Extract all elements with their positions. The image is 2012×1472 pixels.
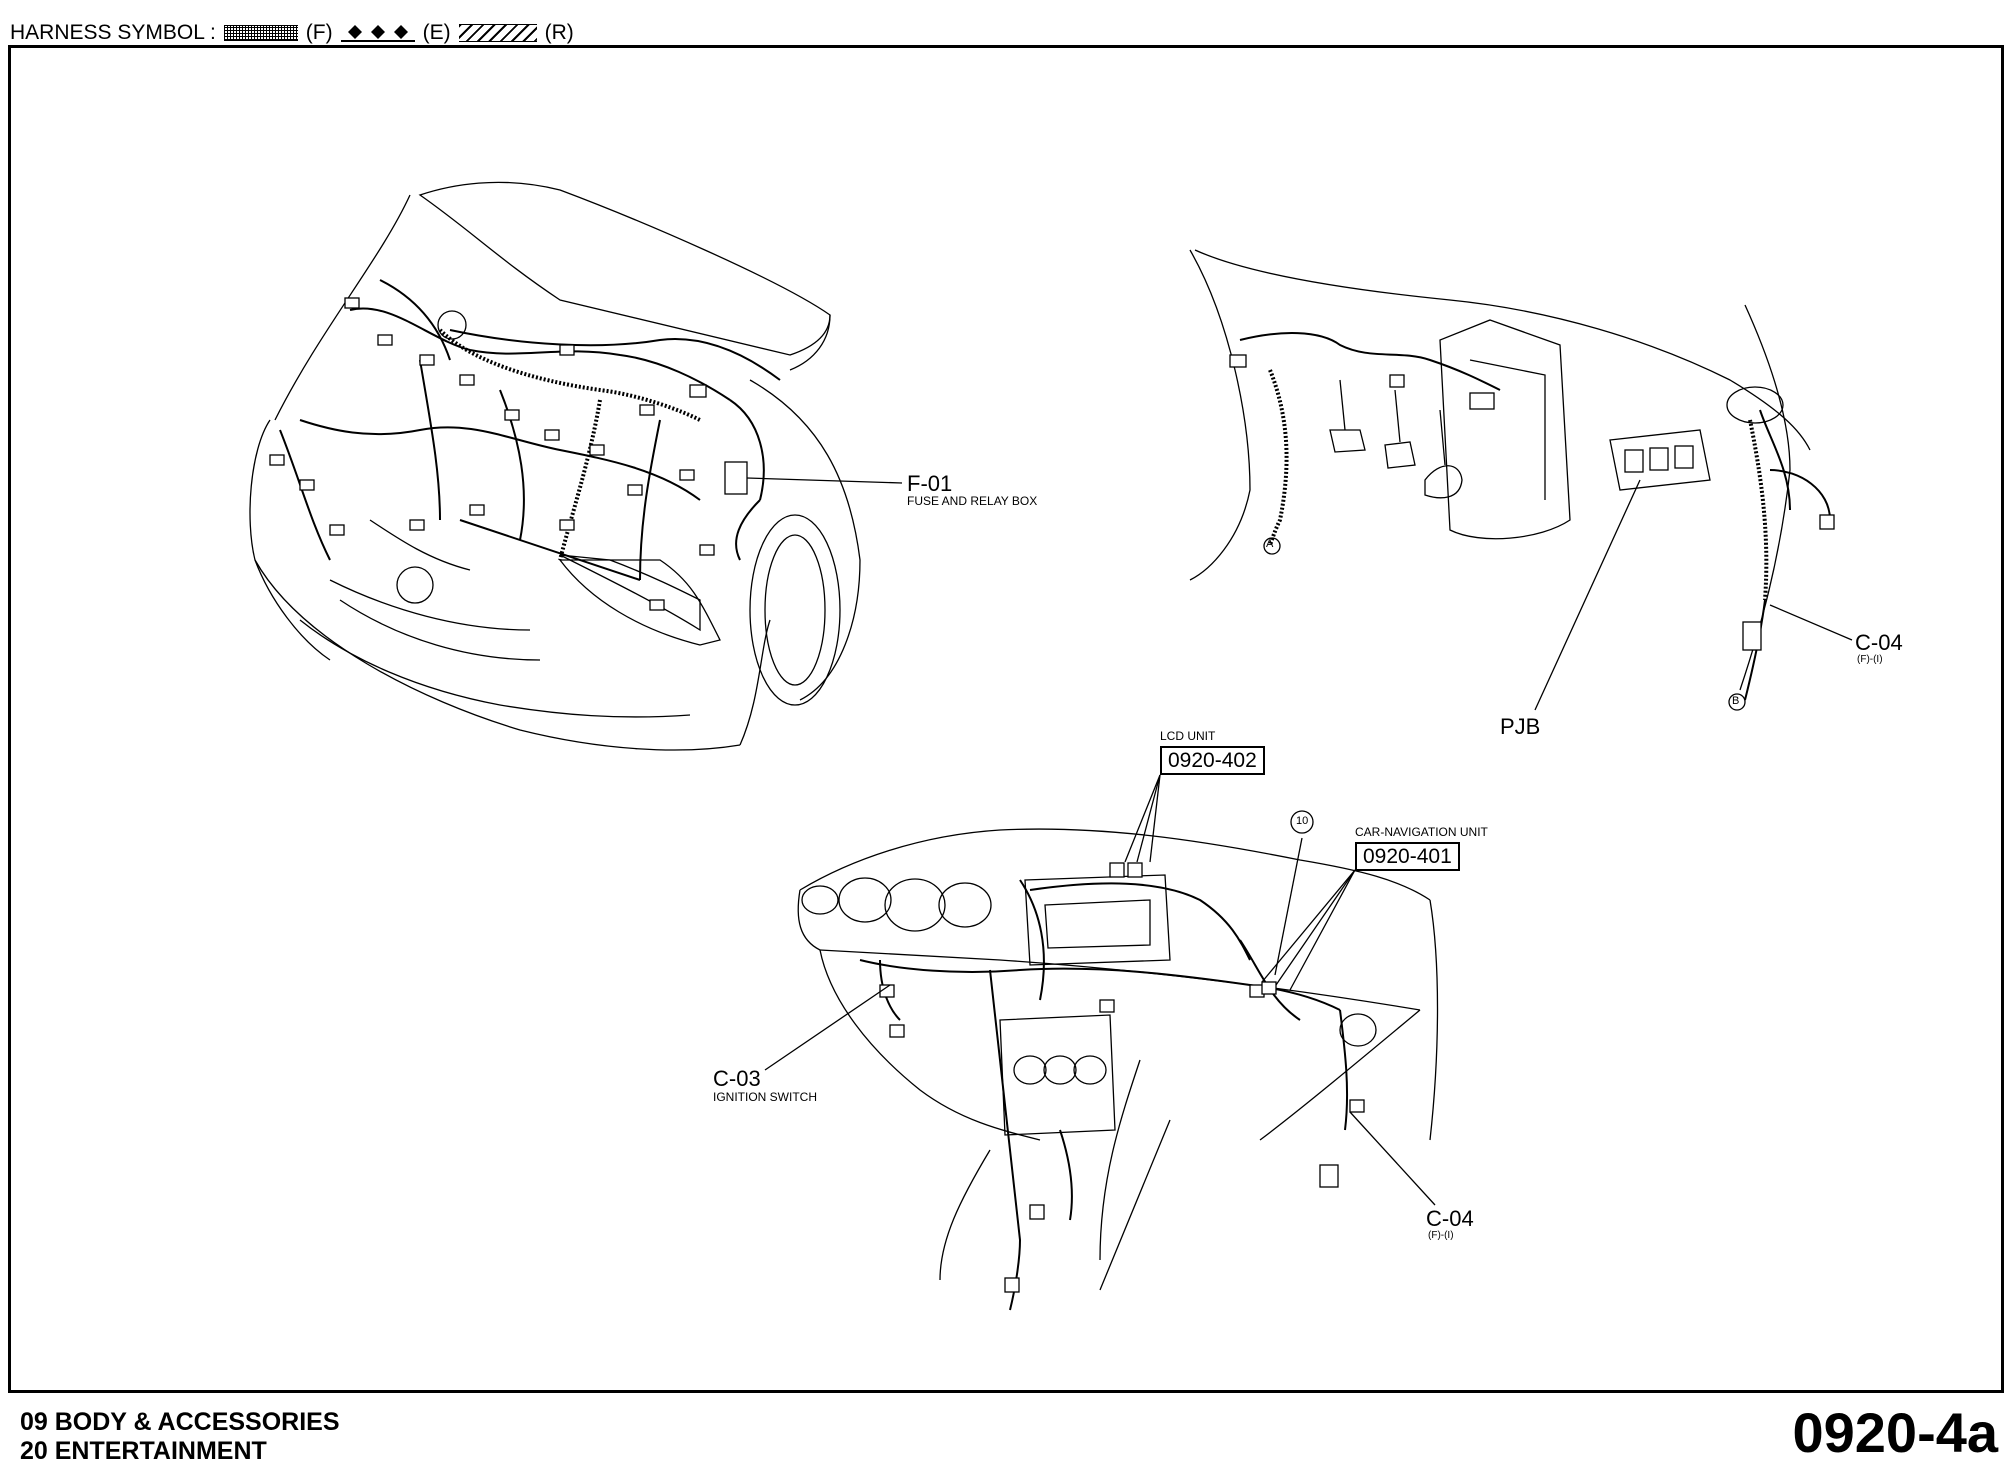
harness-e-swatch <box>340 23 415 43</box>
instrument-panel-illustration <box>764 774 1439 1311</box>
diagram-frame <box>8 45 2004 1393</box>
c04-bottom-label: C-04 <box>1426 1206 1474 1231</box>
fuse-and-relay-box-label: FUSE AND RELAY BOX <box>907 494 1038 508</box>
lcd-unit-ref: 0920-402 <box>1160 746 1265 775</box>
f01-label: F-01 <box>907 471 953 496</box>
section-line-2: 20 ENTERTAINMENT <box>20 1437 267 1465</box>
legend-code-f: (F) <box>305 21 333 44</box>
harness-r-swatch <box>458 24 537 42</box>
legend-title: HARNESS SYMBOL : <box>10 21 216 44</box>
page-number: 0920-4a <box>1792 1401 1998 1464</box>
c04-bottom-sub-label: (F)-(I) <box>1428 1230 1454 1241</box>
c04-top-label: C-04 <box>1855 630 1903 655</box>
engine-compartment-illustration <box>249 181 903 751</box>
legend-code-r: (R) <box>544 21 574 44</box>
car-navigation-unit-label: CAR-NAVIGATION UNIT <box>1355 825 1488 839</box>
legend-code-e: (E) <box>422 21 451 44</box>
marker-10: 10 <box>1296 815 1309 827</box>
ignition-switch-label: IGNITION SWITCH <box>713 1090 817 1104</box>
marker-b: B <box>1732 695 1740 707</box>
marker-a: A <box>1266 538 1274 550</box>
c03-label: C-03 <box>713 1066 761 1091</box>
harness-symbol-legend: HARNESS SYMBOL : (F) (E) (R) <box>10 18 574 48</box>
interior-pjb-illustration <box>1189 249 1853 711</box>
lcd-unit-label: LCD UNIT <box>1160 729 1216 743</box>
section-line-1: 09 BODY & ACCESSORIES <box>20 1408 340 1436</box>
c04-top-sub-label: (F)-(I) <box>1857 654 1883 665</box>
harness-f-swatch <box>223 25 298 41</box>
pjb-label: PJB <box>1500 714 1541 739</box>
car-navigation-unit-ref: 0920-401 <box>1355 842 1460 871</box>
